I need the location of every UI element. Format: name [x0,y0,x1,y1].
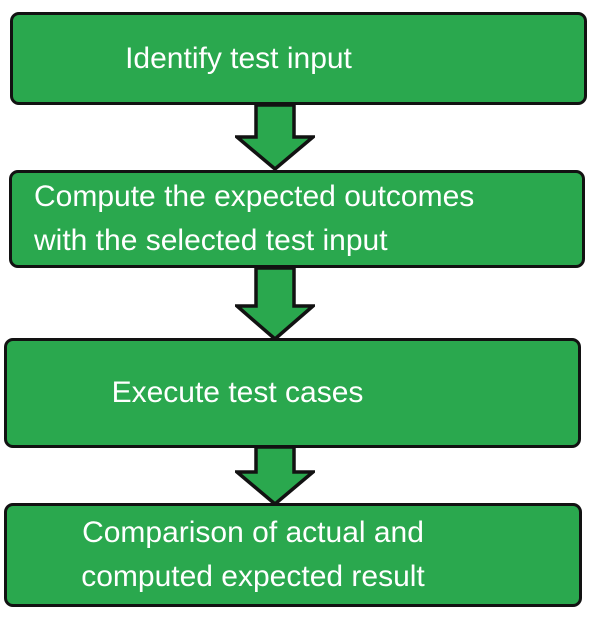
connector-step1-to-step2 [235,102,315,171]
step-label-line: Identify test input [125,41,352,75]
connector-step2-to-step3 [235,266,315,341]
step-label-line: Execute test cases [111,376,364,409]
step-label-line: Compute the expected outcomes [34,180,475,213]
step-execute-test-cases: Execute test cases [4,338,581,448]
step-identify-test-input: Identify test input [10,12,587,105]
step-label-line: Comparison of actual and [82,516,424,549]
down-arrow-icon [235,445,315,506]
down-arrow-icon [235,103,315,171]
step-compute-expected-outcomes: Compute the expected outcomes with the s… [9,170,585,268]
down-arrow-icon [235,266,315,341]
step-comparison-of-results: Comparison of actual and computed expect… [4,503,582,607]
step-label-line: with the selected test input [34,224,388,257]
connector-step3-to-step4 [235,445,315,506]
step-label-line: computed expected result [81,560,425,593]
